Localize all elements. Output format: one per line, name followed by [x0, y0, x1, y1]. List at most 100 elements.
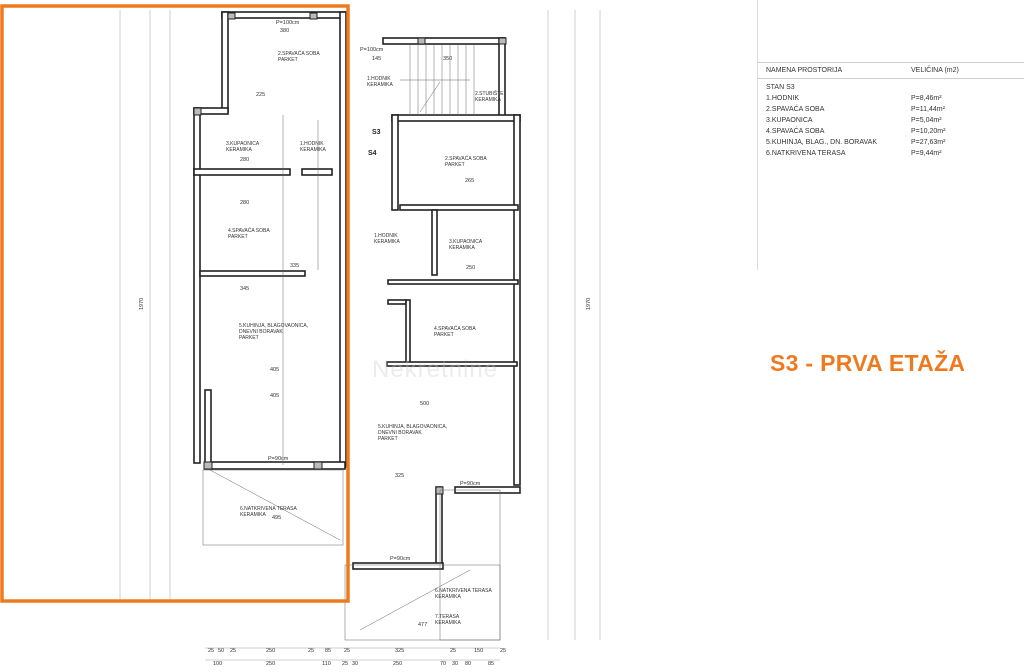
staircase	[400, 44, 475, 115]
dimension: 25	[450, 648, 456, 654]
table-row: 5.KUHINJA, BLAG., DN. BORAVAK P=27,63m²	[766, 139, 1016, 150]
window-label: P=90cm	[268, 456, 289, 462]
room-area-table: NAMENA PROSTORIJA VELIČINA (m2) STAN S3 …	[757, 0, 1024, 270]
table-row: 3.KUPAONICA P=5,04m²	[766, 117, 1016, 128]
room-label: 6.NATKRIVENA TERASA	[240, 506, 297, 512]
room-area: P=10,20m²	[911, 128, 946, 135]
room-area: P=8,46m²	[911, 95, 942, 102]
room-finish: KERAMIKA	[374, 239, 401, 245]
dimension: 25	[230, 648, 236, 654]
dimension: 25	[342, 661, 348, 667]
room-area: P=11,44m²	[911, 106, 945, 113]
dimension: 80	[465, 661, 471, 667]
room-area: P=9,44m²	[911, 150, 942, 157]
left-unit-labels: 2.SPAVAĆA SOBA PARKET 3.KUPAONICA KERAMI…	[139, 20, 327, 521]
window-label: P=90cm	[460, 481, 481, 487]
room-label: DNEVNI BORAVAK	[239, 329, 283, 335]
dimension: 280	[240, 157, 249, 163]
table-row: 4.SPAVAĆA SOBA P=10,20m²	[766, 128, 1016, 139]
section-marker-s3: S3	[372, 129, 381, 136]
dimension: 335	[290, 263, 299, 269]
room-finish: KERAMIKA	[435, 620, 462, 626]
dimension: 250	[266, 648, 275, 654]
left-unit-walls	[193, 11, 347, 546]
dimension: 30	[352, 661, 358, 667]
room-label: 4.SPAVAĆA SOBA	[228, 227, 270, 234]
dimension: 30	[452, 661, 458, 667]
room-label: 3.KUPAONICA	[449, 239, 483, 245]
table-header: NAMENA PROSTORIJA VELIČINA (m2)	[758, 62, 1024, 79]
dimension: 325	[395, 648, 404, 654]
dimension: 280	[240, 200, 249, 206]
window-label: P=90cm	[390, 556, 411, 562]
room-finish: PARKET	[445, 162, 465, 168]
room-finish: KERAMIKA	[300, 147, 327, 153]
dimension: 380	[280, 28, 289, 34]
total-dimension: 1970	[586, 298, 592, 310]
room-finish: KERAMIKA	[226, 147, 253, 153]
dimension: 500	[420, 401, 429, 407]
room-finish: PARKET	[239, 335, 259, 341]
table-row: 1.HODNIK P=8,46m²	[766, 95, 1016, 106]
dimension: 85	[488, 661, 494, 667]
window-label: P=100cm	[360, 47, 384, 53]
room-name: 3.KUPAONICA	[766, 117, 813, 124]
room-name: 5.KUHINJA, BLAG., DN. BORAVAK	[766, 139, 877, 146]
room-finish: KERAMIKA	[475, 97, 502, 103]
dimension: 25	[308, 648, 314, 654]
room-finish: PARKET	[278, 57, 298, 63]
dimension-lines	[119, 10, 601, 661]
room-finish: KERAMIKA	[240, 512, 267, 518]
room-label: 1.HODNIK	[374, 233, 398, 239]
room-finish: PARKET	[228, 234, 248, 240]
dimension: 225	[256, 92, 265, 98]
room-label: 2.STUBIŠTE	[475, 90, 504, 97]
right-unit-walls	[344, 37, 521, 641]
room-finish: PARKET	[434, 332, 454, 338]
section-marker-s4: S4	[368, 150, 377, 157]
room-name: 2.SPAVAĆA SOBA	[766, 106, 825, 113]
total-dimension: 1970	[139, 298, 145, 310]
room-label: 5.KUHINJA, BLAGOVAONICA,	[378, 424, 447, 430]
dimension: 495	[272, 515, 281, 521]
dimension: 250	[266, 661, 275, 667]
watermark: Nekretnine	[372, 356, 499, 383]
dimension: 100	[213, 661, 222, 667]
floor-title: S3 - PRVA ETAŽA	[770, 350, 966, 376]
room-finish: KERAMIKA	[449, 245, 476, 251]
right-unit-labels: 1.HODNIK KERAMIKA 2.STUBIŠTE KERAMIKA 2.…	[360, 47, 592, 628]
table-row: 2.SPAVAĆA SOBA P=11,44m²	[766, 106, 1016, 117]
room-label: 2.SPAVAĆA SOBA	[278, 50, 320, 57]
dimension: 150	[474, 648, 483, 654]
dimension: 250	[393, 661, 402, 667]
room-area: P=5,04m²	[911, 117, 942, 124]
room-label: 7.TERASA	[435, 614, 460, 620]
room-label: 4.SPAVAĆA SOBA	[434, 325, 476, 332]
room-name: 6.NATKRIVENA TERASA	[766, 150, 846, 157]
room-finish: KERAMIKA	[435, 594, 462, 600]
dimension: 405	[270, 367, 279, 373]
dimension: 110	[322, 661, 331, 667]
room-finish: KERAMIKA	[367, 82, 394, 88]
dimension: 25	[500, 648, 506, 654]
dimension: 325	[395, 473, 404, 479]
dimension: 250	[466, 265, 475, 271]
room-label: 3.KUPAONICA	[226, 141, 260, 147]
dimension: 345	[240, 286, 249, 292]
dimension: 25	[344, 648, 350, 654]
dimension: 70	[440, 661, 446, 667]
room-area: P=27,63m²	[911, 139, 946, 146]
room-label: 1.HODNIK	[367, 76, 391, 82]
dimension: 350	[443, 56, 452, 62]
unit-label: STAN S3	[766, 84, 1016, 95]
dimension: 265	[465, 178, 474, 184]
dimension: 477	[418, 622, 427, 628]
room-name: 4.SPAVAĆA SOBA	[766, 128, 825, 135]
room-label: DNEVNI BORAVAK	[378, 430, 422, 436]
room-label: 5.KUHINJA, BLAGOVAONICA,	[239, 323, 308, 329]
room-label: 6.NATKRIVENA TERASA	[435, 588, 492, 594]
room-name: 1.HODNIK	[766, 95, 800, 102]
s3-highlight-outline	[0, 4, 350, 603]
dimension: 145	[372, 56, 381, 62]
